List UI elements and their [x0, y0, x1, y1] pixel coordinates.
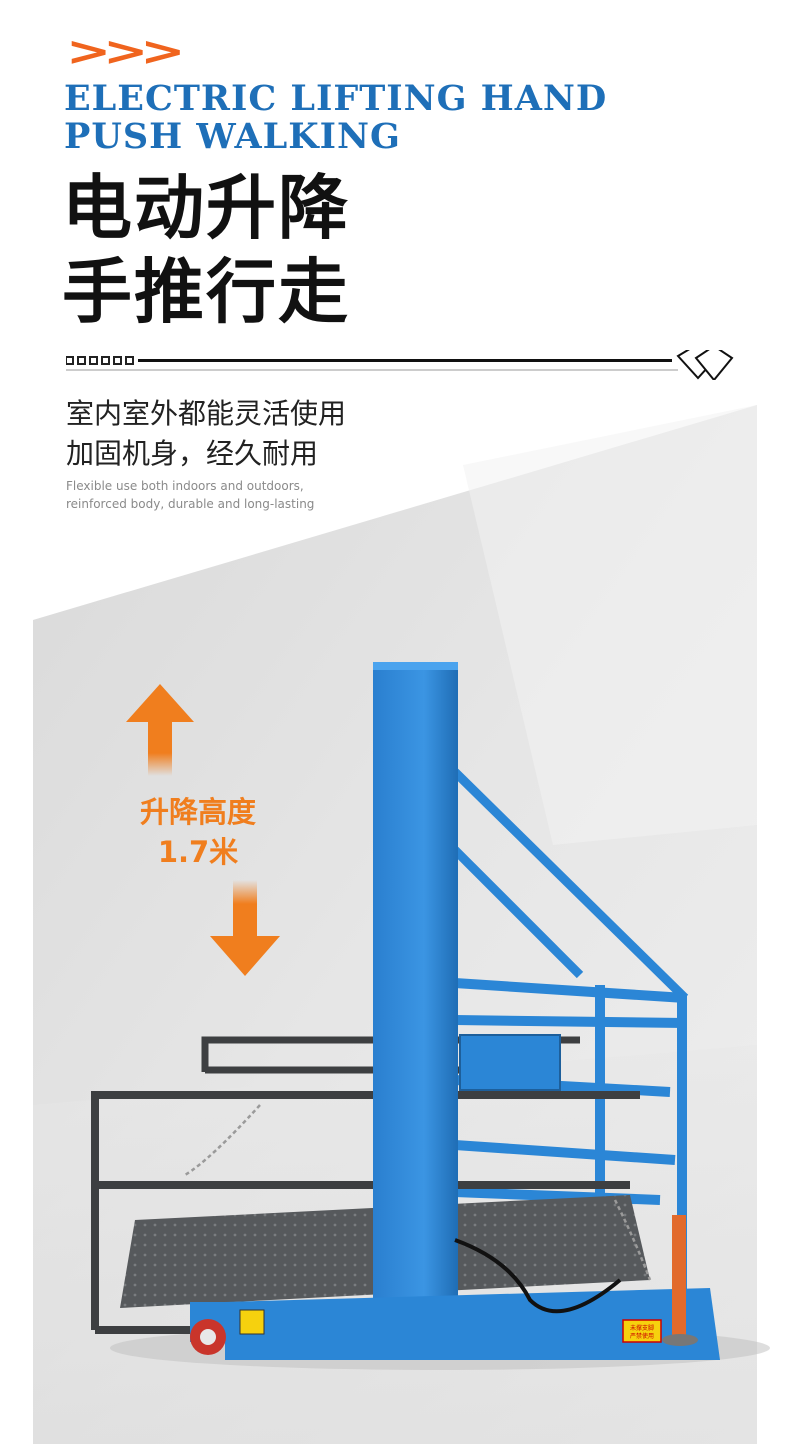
warning-decal: 未撑支脚 严禁使用: [622, 1319, 662, 1343]
caster-wheel-icon: [190, 1319, 226, 1355]
lifting-height-title: 升降高度: [139, 795, 256, 829]
diagonal-braces: [451, 768, 689, 1002]
feature-description-en: Flexible use both indoors and outdoors, …: [66, 477, 314, 513]
lifting-mast: [373, 662, 458, 1322]
chevron-arrows-icon: >>>: [66, 29, 185, 75]
chinese-title: 电动升降 手推行走: [62, 166, 350, 334]
safety-chain: [184, 1104, 652, 1281]
chinese-title-line-1: 电动升降: [62, 167, 350, 249]
feature-description-zh: 室内室外都能灵活使用 加固机身，经久耐用: [66, 394, 346, 474]
english-title-line-2: PUSH WALKING: [64, 116, 401, 157]
feature-en-line-1: Flexible use both indoors and outdoors,: [66, 479, 304, 493]
feature-zh-line-2: 加固机身，经久耐用: [66, 437, 319, 470]
english-title-line-1: ELECTRIC LIFTING HAND: [64, 78, 608, 119]
diamond-icon: [676, 350, 734, 380]
warning-text-line-1: 未撑支脚: [630, 1324, 654, 1332]
base-chassis: [225, 1288, 720, 1360]
arrow-down-icon: [210, 880, 280, 976]
feature-zh-line-1: 室内室外都能灵活使用: [66, 397, 347, 430]
support-stand: [662, 1215, 698, 1346]
section-divider: [66, 350, 734, 380]
caution-sticker: [239, 1309, 265, 1335]
motor-housing: [459, 1034, 561, 1091]
lifting-height-value: 1.7米: [157, 835, 239, 869]
divider-dots: [66, 356, 134, 365]
feature-en-line-2: reinforced body, durable and long-lastin…: [66, 497, 315, 511]
lifting-height-label: 升降高度 1.7米: [120, 792, 276, 872]
warning-text-line-2: 严禁使用: [630, 1332, 654, 1340]
lifting-platform-machine: 未撑支脚 严禁使用: [91, 662, 770, 1370]
hydraulic-hose: [454, 1238, 622, 1314]
chinese-title-line-2: 手推行走: [62, 251, 350, 333]
english-title: ELECTRIC LIFTING HAND PUSH WALKING: [64, 80, 704, 156]
arrow-up-icon: [126, 684, 194, 776]
